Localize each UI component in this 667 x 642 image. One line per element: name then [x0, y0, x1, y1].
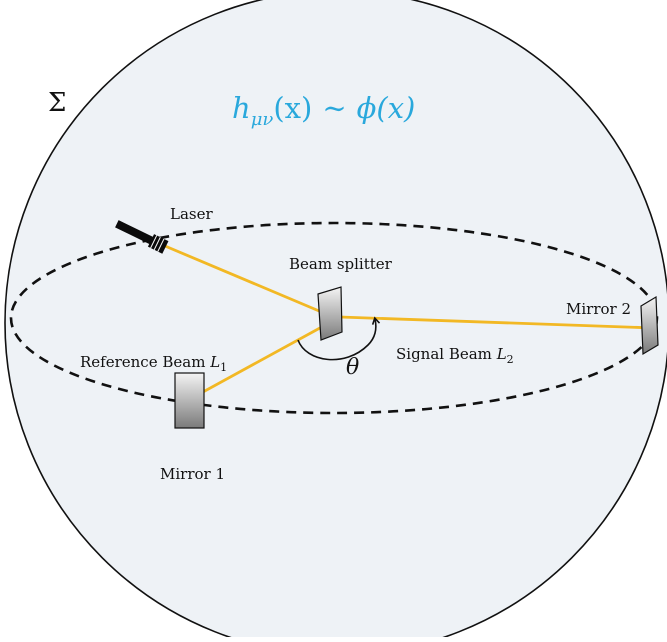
mirror-1-label: Mirror 1 [160, 465, 225, 483]
mirror-1-icon [174, 372, 205, 429]
signal-beam-label: Signal Beam L2 [396, 345, 514, 366]
beam-splitter-label: Beam splitter [289, 255, 393, 273]
laser-pointer-icon [115, 220, 169, 254]
laser-label: Laser [170, 205, 213, 223]
angle-arc [297, 316, 381, 361]
reference-beam-index: 1 [220, 361, 227, 374]
reference-beam-text: Reference Beam [80, 353, 210, 371]
signal-beam-line [339, 315, 656, 333]
reference-beam-line [190, 315, 341, 400]
mirror-2-label: Mirror 2 [566, 300, 631, 318]
beam-splitter-icon [317, 286, 343, 341]
reference-beam-symbol: L [209, 353, 220, 371]
equation-lhs-arg: (x) [273, 91, 312, 125]
equation-lhs: h [232, 91, 251, 125]
surface-label: Σ [48, 88, 66, 118]
signal-beam-text: Signal Beam [396, 345, 497, 363]
signal-beam-index: 2 [507, 353, 514, 366]
equation-rhs: ϕ(x) [357, 91, 416, 125]
equation-relation: ∼ [322, 91, 346, 125]
reference-beam-label: Reference Beam L1 [80, 353, 227, 374]
mirror-2-icon [640, 295, 659, 356]
signal-beam-symbol: L [496, 345, 507, 363]
laser-to-splitter-beam [164, 244, 333, 318]
field-equation: hμν(x) ∼ ϕ(x) [232, 91, 415, 130]
equation-subscript: μν [251, 109, 274, 130]
angle-label: θ [346, 355, 359, 380]
